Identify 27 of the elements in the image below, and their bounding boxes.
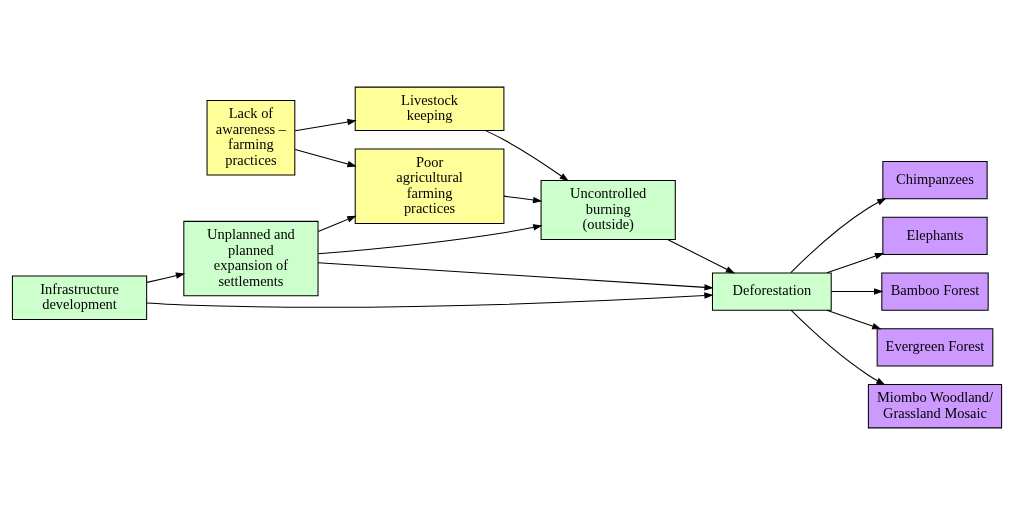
arrow <box>485 129 569 181</box>
node-box: Chimpanzees <box>882 160 988 199</box>
arrow <box>830 287 884 295</box>
arrow <box>317 261 714 291</box>
node-box: Evergreen Forest <box>876 327 994 366</box>
node-box: Deforestation <box>711 271 832 311</box>
node-box: Bamboo Forest <box>881 271 989 311</box>
arrow <box>503 195 543 203</box>
arrow <box>790 309 886 385</box>
node-box: Unplanned and planned expansion of settlements <box>183 220 319 296</box>
arrow <box>317 223 543 254</box>
arrow <box>146 291 714 308</box>
arrow <box>317 215 357 232</box>
arrow <box>790 197 887 273</box>
node-box: Miombo Woodland/ Grassland Mosaic <box>867 383 1003 428</box>
arrow <box>294 118 357 131</box>
arrow <box>146 271 186 283</box>
arrow <box>826 309 882 329</box>
arrow <box>826 252 885 273</box>
node-box: Livestock keeping <box>354 86 505 131</box>
node-box: Elephants <box>882 216 988 255</box>
node-box: Poor agricultural farming practices <box>354 148 505 224</box>
arrow <box>667 238 736 274</box>
node-box: Lack of awareness – farming practices <box>206 99 296 175</box>
node-box: Uncontrolled burning (outside) <box>540 179 676 240</box>
arrow <box>294 148 357 167</box>
node-box: Infrastructure development <box>11 275 148 320</box>
